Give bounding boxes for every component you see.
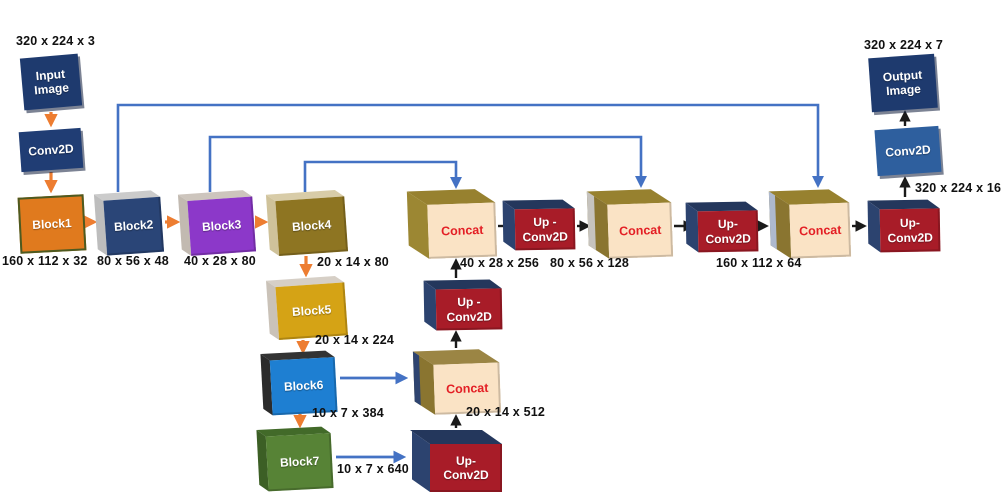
dim-label-block1-out: 160 x 112 x 32 [2, 254, 88, 268]
input-image-label: Input Image [33, 66, 70, 98]
up-conv3-node: Up- Conv2D [867, 199, 941, 253]
block7-label: Block7 [279, 454, 320, 471]
up-conv3-side-face [867, 200, 881, 253]
concat2-label: Concat [618, 222, 662, 239]
block7-node: Block7 [256, 426, 334, 492]
up-conv-bottom-front-face: Up- Conv2D [430, 444, 502, 492]
dim-label-upconv2: 160 x 112 x 64 [716, 256, 802, 270]
up-conv-bottom-node: Up- Conv2D [410, 430, 502, 492]
dim-label-block6-out: 10 x 7 x 384 [312, 406, 384, 420]
dim-label-block5-out: 20 x 14 x 224 [315, 333, 395, 347]
block3-label: Block3 [201, 217, 242, 235]
conv2d-input-node: Conv2D [18, 127, 84, 173]
input-image-node: Input Image [19, 53, 83, 111]
block6-label: Block6 [283, 378, 324, 395]
block1-label: Block1 [31, 215, 73, 232]
concat2-node: Concat [586, 189, 674, 260]
conv2d-output-label: Conv2D [884, 142, 932, 160]
concat1-node: Concat [406, 188, 498, 259]
block2-node: Block2 [93, 190, 165, 256]
output-image-node: Output Image [868, 53, 938, 113]
dim-label-block2-out: 80 x 56 x 48 [97, 254, 169, 268]
up-conv2-node: Up- Conv2D [685, 201, 759, 253]
dim-label-input: 320 x 224 x 3 [16, 34, 96, 48]
skip-connection-block4-to-concat1 [303, 160, 462, 192]
output-image-label: Output Image [882, 67, 923, 99]
concat3-label: Concat [798, 222, 842, 239]
conv2d-output-node: Conv2D [874, 125, 942, 177]
up-conv-bottom-label: Up- Conv2D [443, 453, 489, 482]
block1-node: Block1 [17, 194, 87, 254]
up-conv-mid-node: Up - Conv2D [423, 279, 503, 331]
concat1-front-face: Concat [427, 202, 498, 259]
block2-label: Block2 [113, 217, 154, 235]
up-conv1-front-face: Up - Conv2D [514, 208, 576, 251]
block5-label: Block5 [291, 302, 332, 320]
up-conv3-label: Up- Conv2D [887, 216, 933, 245]
concat3-node: Concat [768, 189, 852, 260]
up-conv1-side-face [502, 200, 516, 251]
dim-label-upconv-bottom: 20 x 14 x 512 [466, 405, 546, 419]
up-conv-mid-label: Up - Conv2D [446, 295, 492, 324]
conv2d-input-label: Conv2D [27, 141, 75, 159]
up-conv2-front-face: Up- Conv2D [697, 210, 759, 253]
dim-label-upconv-mid: 40 x 28 x 256 [460, 256, 540, 270]
dim-label-upconv1: 80 x 56 x 128 [550, 256, 630, 270]
up-conv3-front-face: Up- Conv2D [879, 208, 941, 253]
block3-node: Block3 [177, 189, 257, 256]
concat3-front-face: Concat [789, 202, 852, 259]
up-conv-mid-side-face [423, 280, 437, 331]
dim-label-block4-out: 20 x 14 x 80 [317, 255, 389, 269]
concat2-front-face: Concat [607, 202, 674, 259]
dim-label-upconv3: 320 x 224 x 16 [915, 181, 1002, 195]
block7-front-face: Block7 [265, 433, 334, 492]
up-conv2-label: Up- Conv2D [705, 217, 751, 246]
concat1-label: Concat [440, 222, 484, 239]
block5-front-face: Block5 [275, 282, 348, 341]
block5-node: Block5 [266, 275, 348, 341]
block3-front-face: Block3 [187, 196, 257, 256]
up-conv2-side-face [685, 202, 699, 253]
dim-label-block7-out: 10 x 7 x 640 [337, 462, 409, 476]
up-conv1-label: Up - Conv2D [522, 215, 568, 244]
up-conv1-node: Up - Conv2D [502, 199, 576, 251]
block4-node: Block4 [265, 189, 349, 257]
skip-connection-block3-to-concat2 [208, 135, 647, 192]
skip-connection-block2-to-concat3 [116, 103, 824, 192]
dim-label-block3-out: 40 x 28 x 80 [184, 254, 256, 268]
up-conv-mid-front-face: Up - Conv2D [435, 288, 503, 331]
dim-label-output: 320 x 224 x 7 [864, 38, 944, 52]
block4-front-face: Block4 [275, 196, 349, 257]
block2-front-face: Block2 [103, 196, 165, 256]
concat-bottom-label: Concat [445, 380, 489, 397]
block4-label: Block4 [291, 217, 332, 235]
